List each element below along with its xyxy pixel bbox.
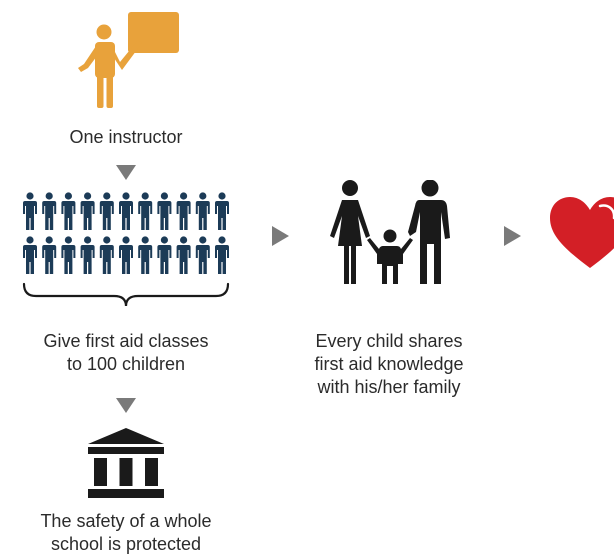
child-figure xyxy=(42,236,57,274)
children-caption: Give first aid classes to 100 children xyxy=(43,331,209,374)
child-figure xyxy=(119,236,133,274)
heart-icon xyxy=(550,197,614,268)
brace-icon xyxy=(22,282,230,307)
child-figure xyxy=(80,236,95,274)
child-figure xyxy=(99,192,114,230)
child-figure xyxy=(195,192,210,230)
family-caption: Every child shares first aid knowledge w… xyxy=(314,331,464,397)
child-figure xyxy=(215,192,229,230)
child-figure xyxy=(215,236,229,274)
children-grid-icon xyxy=(23,192,229,274)
child-figure xyxy=(157,192,172,230)
child-figure xyxy=(61,192,76,230)
child-figure xyxy=(23,192,37,230)
arrow-down-icon xyxy=(116,398,136,413)
child-figure xyxy=(23,236,37,274)
teacher-at-board-icon xyxy=(78,12,179,108)
child-figure xyxy=(119,192,133,230)
school-caption: The safety of a whole school is protecte… xyxy=(40,511,212,554)
child-figure xyxy=(157,236,172,274)
instructor-caption: One instructor xyxy=(69,127,183,147)
child-figure xyxy=(99,236,114,274)
child-figure xyxy=(176,192,191,230)
child-figure xyxy=(42,192,57,230)
child-figure xyxy=(61,236,76,274)
arrow-right-icon xyxy=(272,226,289,246)
family-icon xyxy=(330,180,450,284)
arrow-right-icon xyxy=(504,226,521,246)
school-building-icon xyxy=(88,428,164,498)
child-figure xyxy=(138,236,153,274)
child-figure xyxy=(176,236,191,274)
child-figure xyxy=(80,192,95,230)
child-figure xyxy=(195,236,210,274)
arrow-down-icon xyxy=(116,165,136,180)
child-figure xyxy=(138,192,153,230)
